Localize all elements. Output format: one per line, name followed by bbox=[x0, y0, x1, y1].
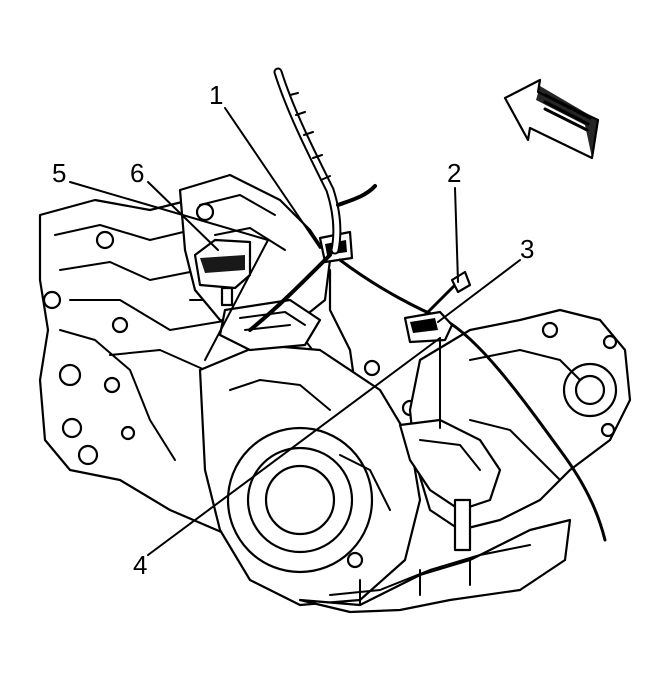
component-6-sensor bbox=[193, 238, 252, 307]
component-2-bolt bbox=[418, 270, 472, 322]
callout-label-1: 1 bbox=[209, 80, 223, 110]
callout-label-3: 3 bbox=[520, 234, 534, 264]
leader-line-5a bbox=[69, 181, 269, 241]
component-5-plate bbox=[218, 298, 322, 352]
leader-lines bbox=[69, 107, 521, 556]
leader-line-4a bbox=[147, 337, 441, 556]
leader-line-1 bbox=[224, 107, 321, 249]
leader-line-3 bbox=[437, 259, 521, 323]
callout-label-2: 2 bbox=[447, 158, 461, 188]
component-4-lower-bracket bbox=[398, 418, 502, 552]
callout-labels: 1 2 3 4 5 6 bbox=[52, 80, 534, 580]
callout-label-4: 4 bbox=[133, 550, 147, 580]
leader-line-6 bbox=[147, 181, 219, 251]
wiring-harness bbox=[248, 67, 607, 542]
transmission-housing bbox=[38, 173, 632, 614]
leader-line-2 bbox=[454, 187, 459, 283]
callout-label-5: 5 bbox=[52, 158, 66, 188]
leader-line-5b bbox=[204, 239, 269, 361]
front-direction-arrow-icon bbox=[503, 78, 600, 160]
callout-label-6: 6 bbox=[130, 158, 144, 188]
